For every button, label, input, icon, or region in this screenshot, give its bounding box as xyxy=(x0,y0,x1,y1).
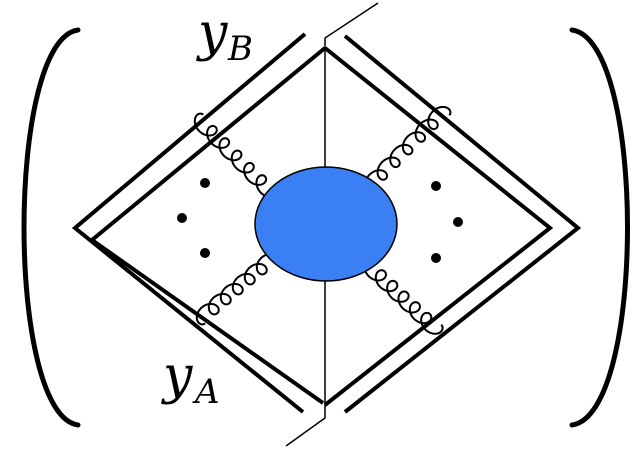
label-y-b-sub: B xyxy=(227,29,253,69)
left-wilson-line-outer xyxy=(71,32,307,414)
dot xyxy=(431,253,441,263)
label-y-b-main: y xyxy=(196,3,228,63)
label-y-a-main: y xyxy=(161,346,193,406)
left-wilson-lines xyxy=(71,32,327,414)
gluon-lines xyxy=(193,105,452,335)
dot xyxy=(200,178,210,188)
right-wilson-line-inner xyxy=(323,46,554,407)
dot xyxy=(431,181,441,191)
gluon-upper-left xyxy=(193,112,280,199)
label-y-a-sub: A xyxy=(192,372,220,412)
right-wilson-lines xyxy=(323,34,582,414)
left-parenthesis xyxy=(21,27,81,428)
ellipsis-dots-right xyxy=(431,181,463,263)
label-y-b: y B xyxy=(196,3,253,69)
hard-scattering-blob xyxy=(254,166,398,282)
right-wilson-line-outer xyxy=(343,34,582,414)
ellipsis-dots-left xyxy=(177,178,210,258)
right-parenthesis xyxy=(569,27,630,428)
gluon-upper-right xyxy=(363,105,452,194)
dot xyxy=(453,217,463,227)
dot xyxy=(177,213,187,223)
gluon-lower-left xyxy=(195,252,280,326)
label-y-a: y A xyxy=(161,346,220,412)
left-wilson-line-inner xyxy=(88,46,327,405)
dot xyxy=(200,248,210,258)
gluon-lower-right xyxy=(363,258,444,335)
